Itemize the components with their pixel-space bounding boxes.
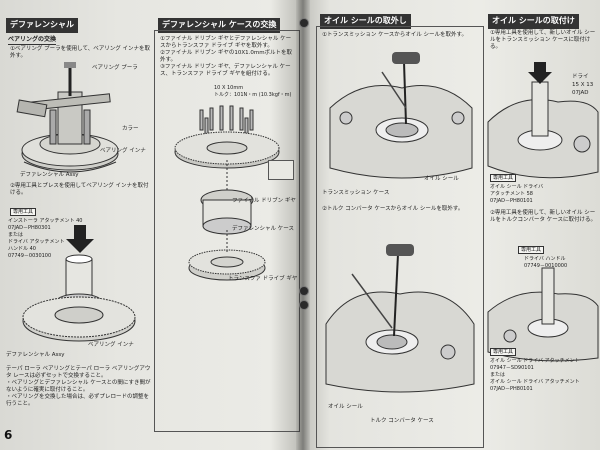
label-bearing-puller: ベアリング プーラ: [92, 65, 138, 71]
binder-ring: [299, 18, 309, 28]
tm-case-seal-install-illustration: [487, 62, 599, 179]
removal-column-frame: [316, 26, 484, 448]
special-tool-badge-1: 専用工具: [490, 174, 517, 182]
binding-gutter: [296, 0, 310, 450]
install-tool-2b: オイル シール ドライバ アタッチメント 07947－SD90101 または オ…: [490, 358, 580, 392]
fragment-label-2: 15 X 13: [572, 82, 594, 88]
bearing-puller-illustration: [16, 62, 119, 173]
bearing-notes: テーパ ローラ ベアリングとテーパ ローラ ベアリングアウタ レースは必ずセット…: [6, 366, 151, 407]
label-bearing-inner: ベアリング インナ: [100, 148, 146, 154]
label-diff-case: デファレンシャル ケース: [232, 226, 294, 232]
label-transmission-case: トランスミッション ケース: [322, 190, 390, 196]
removal-step-2: ②トルク コンバータ ケースからオイル シールを取外す。: [322, 206, 464, 212]
heading-bearing-replacement: ベアリングの交換: [8, 36, 57, 45]
label-torque-converter-case: トルク コンバータ ケース: [370, 418, 434, 424]
fragment-label-3: 07JAD: [572, 90, 589, 96]
special-tool-badge-2: 専用工具: [518, 246, 545, 254]
left-page: デファレンシャル ベアリングの交換 ①ベアリング プーラを使用して、ベアリング …: [4, 18, 300, 442]
right-page: オイル シールの取外し ①トランスミッション ケースからオイル シールを取外す。…: [306, 0, 600, 450]
bearing-step-2: ②専用工具とプレスを使用してベアリング インナを取付ける。: [10, 183, 149, 196]
section-title-differential: デファレンシャル: [6, 18, 78, 33]
diff-case-exploded-illustration: [174, 105, 280, 281]
special-tool-badge: 専用工具: [10, 208, 37, 216]
heading-oil-seal-removal: オイル シールの取外し: [320, 14, 411, 29]
binder-ring: [299, 300, 309, 310]
install-tool-1: オイル シール ドライバ アタッチメント 58 07JAD－PH80101: [490, 184, 544, 204]
case-column-frame: [154, 30, 300, 432]
special-tool-list: インストーラ アタッチメント 40 07JAD－PH80301 または ドライバ…: [8, 218, 83, 259]
special-tool-badge-3: 専用工具: [490, 348, 517, 356]
bearing-step-1: ①ベアリング プーラを使用して、ベアリング インナを取外す。: [10, 46, 150, 59]
label-bearing-inner-2: ベアリング インナ: [88, 342, 134, 348]
heading-diff-case-replacement: デファレンシャル ケースの交換: [158, 18, 281, 33]
install-tool-2a: ドライバ ハンドル 07749－0010000: [524, 256, 568, 269]
heading-oil-seal-install: オイル シールの取付け: [488, 14, 579, 29]
install-step-1: ①専用工具を使用して、新しいオイル シールをトランスミッション ケースに取付ける…: [490, 30, 596, 50]
bearing-install-illustration: [22, 225, 136, 342]
case-steps: ①ファイナル ドリブン ギヤとデファレンシャル ケースからトランスファ ドライブ…: [160, 36, 293, 77]
page-number: 6: [4, 428, 13, 442]
label-diff-assy-1: デファレンシャル Assy: [20, 172, 79, 178]
label-oil-seal-1: オイル シール: [424, 176, 459, 182]
label-collar: カラー: [122, 126, 139, 132]
detail-inset: [268, 160, 294, 180]
label-oil-seal-2: オイル シール: [328, 404, 363, 410]
label-final-driven-gear: ファイナル ドリブン ギヤ: [232, 198, 296, 204]
label-transfer-drive-gear: トランスファ ドライブ ギヤ: [228, 276, 298, 282]
removal-step-1: ①トランスミッション ケースからオイル シールを取外す。: [322, 32, 467, 38]
binder-ring: [299, 286, 309, 296]
tc-case-seal-install-illustration: [487, 267, 599, 362]
label-diff-assy-2: デファレンシャル Assy: [6, 352, 65, 358]
tm-case-seal-removal-illustration: [329, 52, 473, 179]
install-step-2: ②専用工具を使用して、新しいオイル シールをトルクコンバータ ケースに取付ける。: [490, 210, 596, 223]
fragment-label-1: ドライ: [572, 74, 589, 80]
tc-case-seal-removal-illustration: [325, 244, 475, 393]
torque-spec: 10 X 10mm トルク：101N・m (10.3kgf・m): [214, 85, 292, 98]
